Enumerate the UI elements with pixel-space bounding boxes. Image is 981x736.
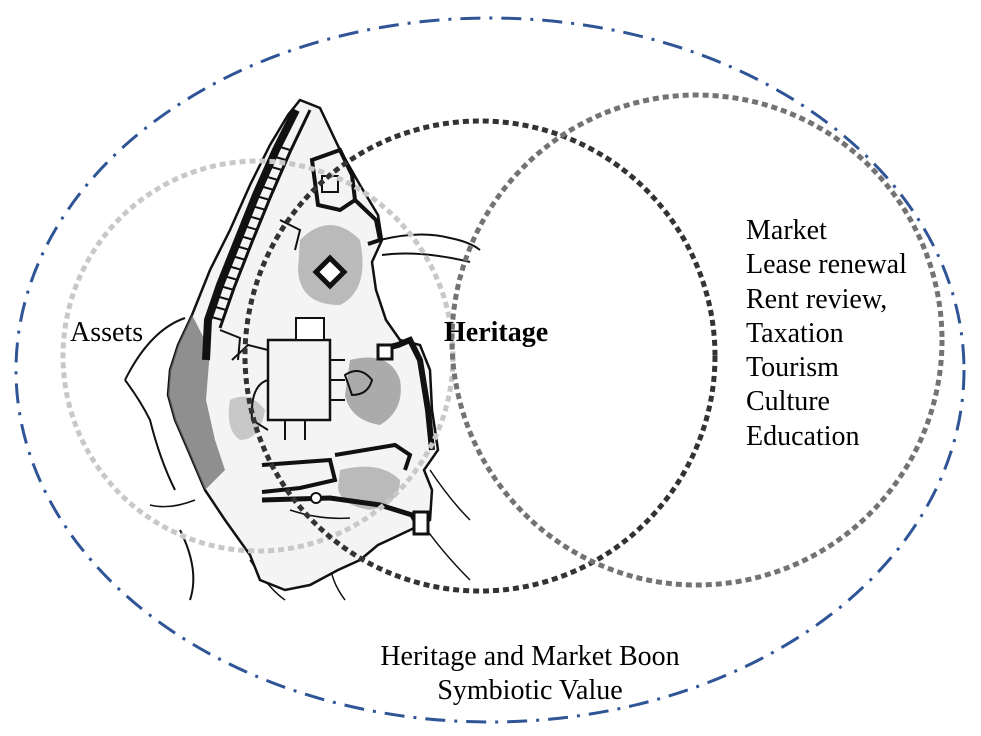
market-item: Rent review,: [746, 283, 888, 315]
boon-line-1: Heritage and Market Boon: [380, 641, 680, 672]
market-item: Taxation: [746, 317, 844, 349]
heritage-circle: [242, 118, 718, 594]
market-item: Culture: [746, 386, 830, 418]
outer-ellipse: [14, 16, 966, 724]
market-circle: [449, 92, 945, 588]
market-item: Lease renewal: [746, 249, 907, 281]
boon-caption: Heritage and Market Boon Symbiotic Value: [330, 640, 730, 708]
fortress-map-illustration: [124, 98, 481, 601]
market-item: Market: [746, 215, 827, 246]
market-items-list: Market Lease renewal Rent review, Taxati…: [746, 214, 907, 454]
boon-line-2: Symbiotic Value: [437, 675, 623, 706]
market-item: Education: [746, 420, 860, 452]
assets-label: Assets: [70, 317, 144, 348]
market-item: Tourism: [746, 352, 839, 384]
heritage-label: Heritage: [444, 317, 549, 348]
